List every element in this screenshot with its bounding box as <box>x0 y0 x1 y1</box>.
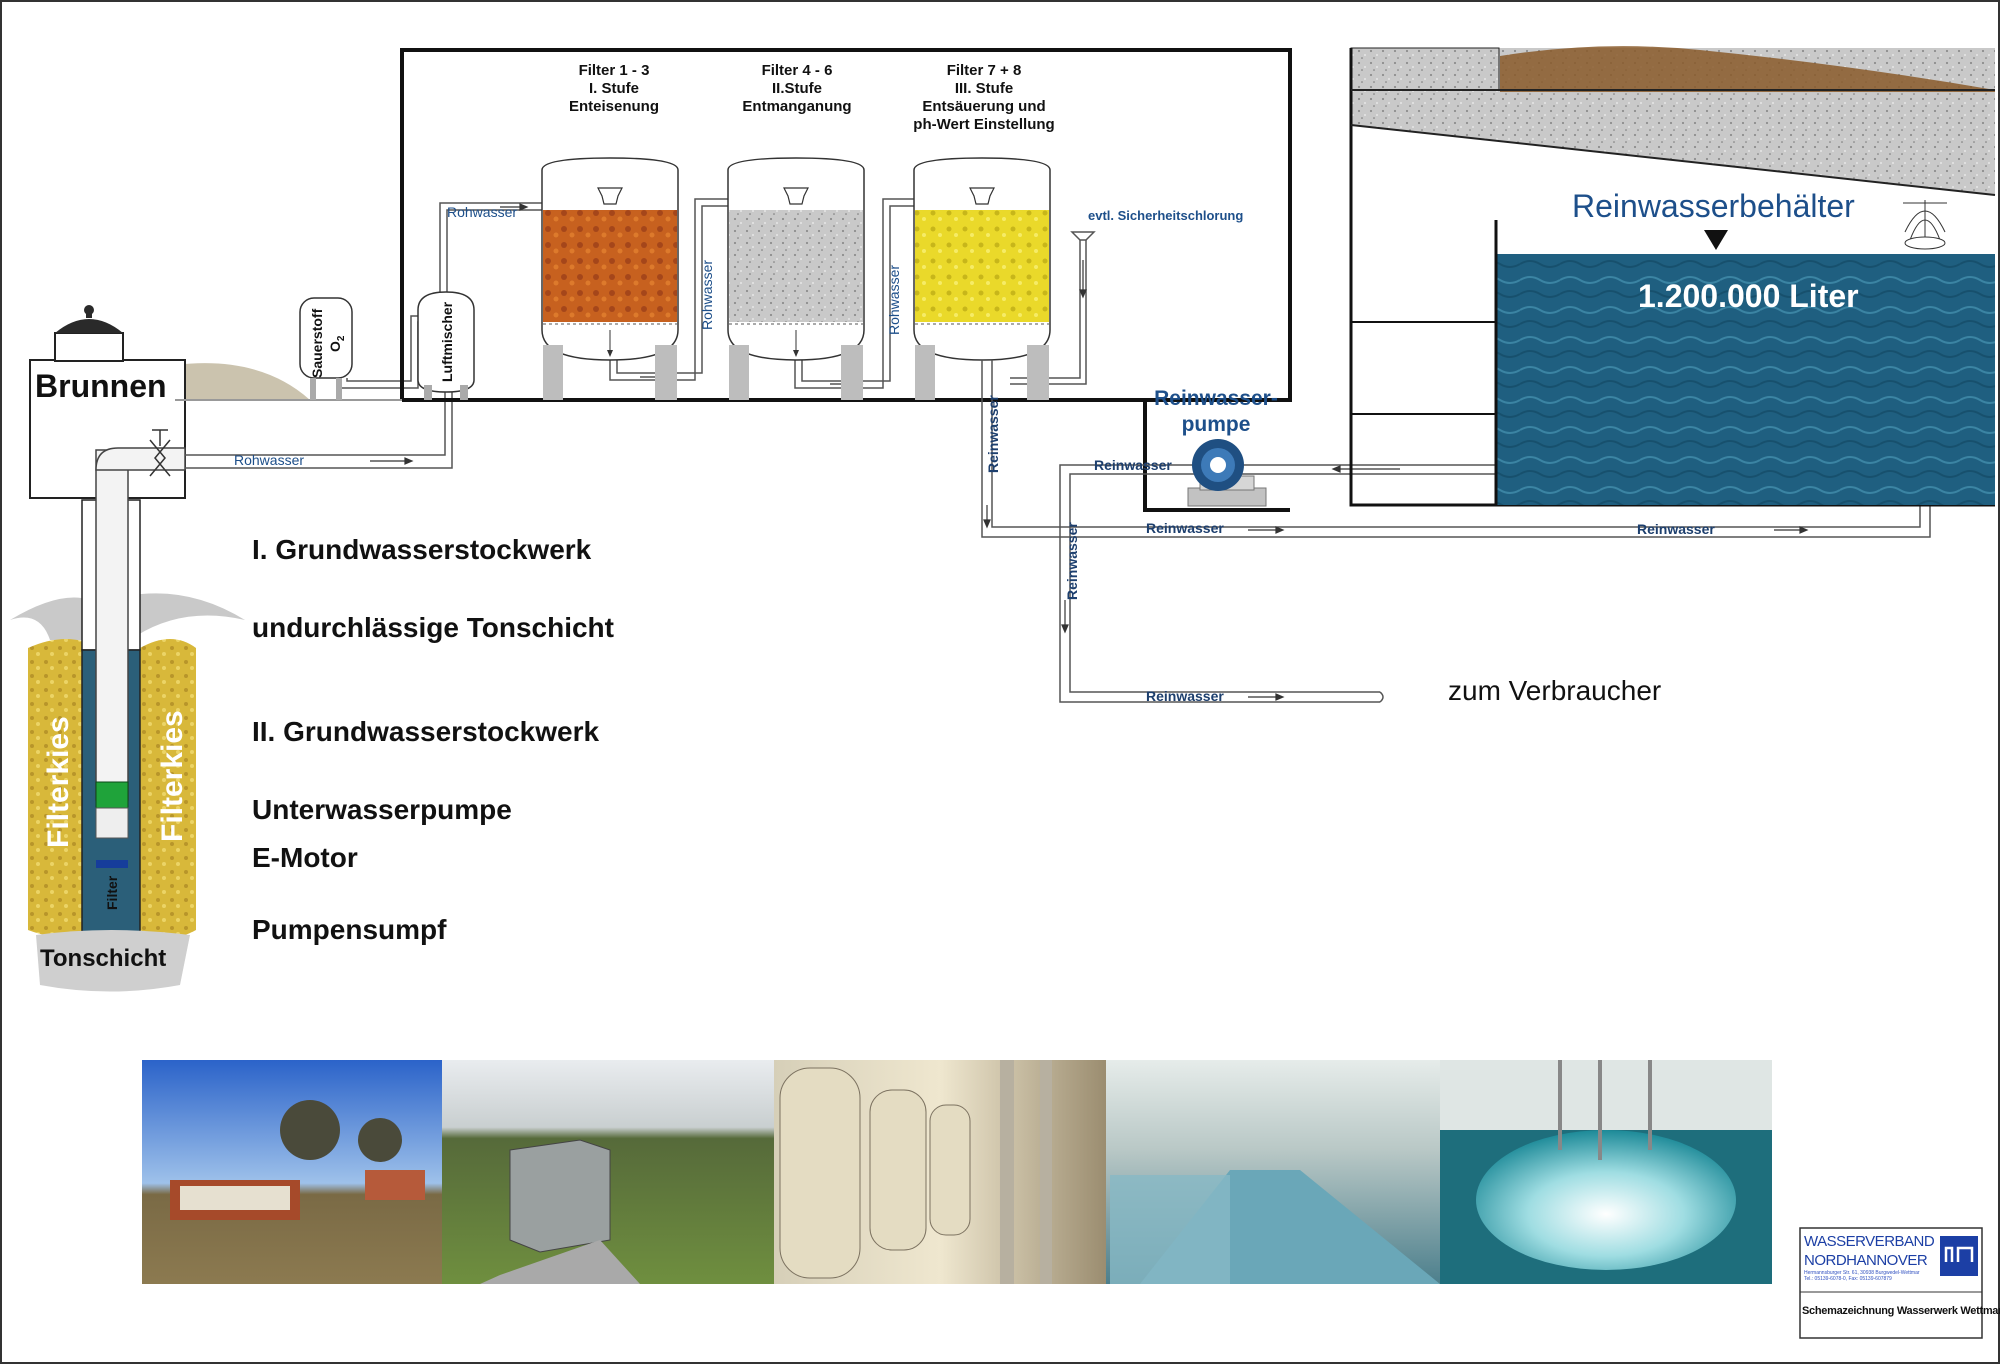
reservoir-water <box>1496 254 1995 505</box>
filter-gravel-right-label: Filterkies <box>156 710 189 842</box>
motor-unit <box>95 807 129 839</box>
layer-aquifer-1: I. Grundwasserstockwerk <box>252 534 592 565</box>
clean-water-arrows <box>983 465 1809 701</box>
well-section <box>10 305 310 992</box>
photo-fountain-aeration <box>1440 1060 1772 1284</box>
raw-water-label-4: Rohwasser <box>886 265 902 335</box>
layer-clay: undurchlässige Tonschicht <box>252 612 614 643</box>
air-mixer: Luftmischer <box>417 291 475 400</box>
logo-phone: Tel.: 05139-6078-0, Fax: 05139-607879 <box>1804 1276 1892 1282</box>
reservoir <box>1349 46 1996 507</box>
clean-water-label-main: Reinwasser <box>1146 520 1224 536</box>
clay-bottom <box>36 930 190 992</box>
raw-water-pipe-well <box>185 390 453 469</box>
valve-icon <box>149 439 171 477</box>
layer-pump: Unterwasserpumpe <box>252 794 512 825</box>
clay-bottom-label: Tonschicht <box>40 945 167 972</box>
raw-water-label-2: Rohwasser <box>234 452 304 468</box>
logo-org-line2: NORDHANNOVER <box>1804 1252 1928 1269</box>
chlorination-label: evtl. Sicherheitschlorung <box>1088 208 1243 223</box>
photo-filter-hall <box>774 1060 1106 1284</box>
filter-tank-1 <box>541 157 679 400</box>
water-level-marker <box>1704 230 1728 250</box>
clean-water-label-reservoir: Reinwasser <box>1637 521 1715 537</box>
fountain-icon <box>1903 200 1947 250</box>
consumer-label: zum Verbraucher <box>1448 675 1662 706</box>
filter-gravel-left-label: Filterkies <box>42 716 75 848</box>
layer-aquifer-2: II. Grundwasserstockwerk <box>252 716 600 747</box>
clean-water-pump <box>1187 439 1267 507</box>
logo-caption: Schemazeichnung Wasserwerk Wettmar <box>1802 1305 2000 1317</box>
clean-water-label-pump: Reinwasser <box>1094 457 1172 473</box>
raw-water-pipe-mixer <box>439 202 542 300</box>
riser-pipe <box>95 449 129 801</box>
pump-unit <box>95 781 129 809</box>
clean-water-label-consumer: Reinwasser <box>1146 688 1224 704</box>
clean-water-label-vertical-2: Reinwasser <box>1064 522 1080 600</box>
photo-strip <box>142 1060 1772 1284</box>
oxygen-formula: O2 <box>327 335 347 352</box>
oxygen-tank: Sauerstoff O2 <box>299 297 353 400</box>
filter-tank-2 <box>727 157 865 400</box>
filter-label: Filter <box>104 875 120 910</box>
earth-mound <box>175 363 310 400</box>
layer-sump: Pumpensumpf <box>252 914 447 945</box>
logo-org-line1: WASSERVERBAND <box>1804 1233 1935 1250</box>
photo-well-field <box>442 1060 774 1284</box>
air-mixer-label: Luftmischer <box>439 301 455 382</box>
filter-tank-3 <box>913 157 1051 400</box>
reservoir-title: Reinwasserbehälter <box>1572 188 1855 224</box>
well-title: Brunnen <box>35 368 167 404</box>
photo-waterworks-building <box>142 1060 442 1284</box>
clean-water-pump-title: Reinwasser-pumpe <box>1154 387 1278 436</box>
logo-box <box>1799 1227 1983 1339</box>
logo-address: Hermannsburger Str. 61, 30938 Burgwedel-… <box>1804 1270 1920 1276</box>
raw-water-label-1: Rohwasser <box>447 204 517 220</box>
photo-reservoir-basin <box>1106 1060 1440 1284</box>
filter-gravel-right <box>140 639 196 938</box>
logo-text: WASSERVERBAND NORDHANNOVER Hermannsburge… <box>1804 1232 1940 1282</box>
treatment-building <box>175 48 1292 512</box>
oxygen-label: Sauerstoff <box>309 308 325 378</box>
layer-motor: E-Motor <box>252 842 358 873</box>
raw-water-label-3: Rohwasser <box>699 260 715 330</box>
clean-water-label-vertical-1: Reinwasser <box>985 395 1001 473</box>
clean-water-pipe-to-consumer <box>1059 464 1495 703</box>
reservoir-volume: 1.200.000 Liter <box>1638 278 1859 314</box>
